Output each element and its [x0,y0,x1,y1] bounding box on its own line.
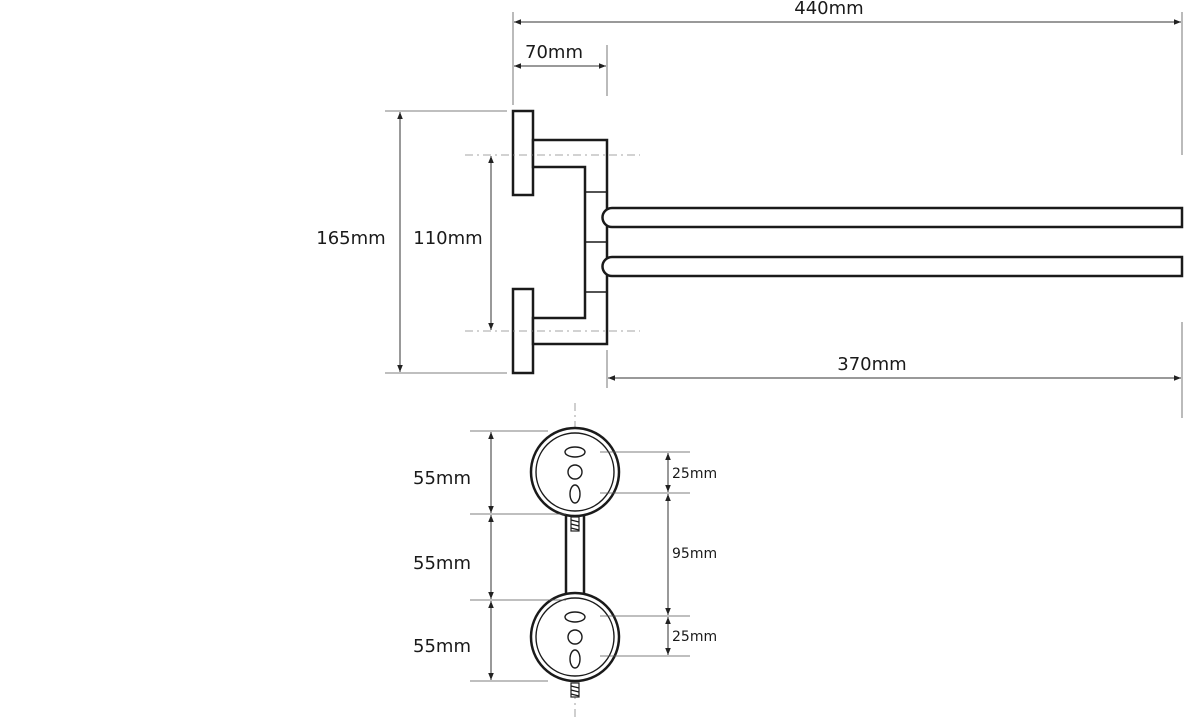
side-view: 440mm 70mm 165mm 110mm 370mm [316,0,1184,418]
dimension-label-total-height: 165mm [316,228,385,249]
lower-towel-arm [601,255,1184,278]
dimension-label-upper-offset: 25mm [672,466,717,482]
upper-rosette [529,426,621,518]
lower-slot-hole [564,611,586,623]
front-view: 55mm 55mm 55mm 25mm 95mm 25mm [413,403,717,720]
dimension-label-mount-depth: 70mm [525,42,583,63]
dimension-label-hole-spacing: 95mm [672,546,717,562]
dimension-label-lower-offset: 25mm [672,629,717,645]
upper-towel-arm [601,206,1184,229]
lower-screw-hole [569,649,581,669]
upper-screw-hole [569,484,581,504]
dimension-label-arm-length: 370mm [837,354,906,375]
lower-rosette-inner [535,597,615,677]
upper-rosette-inner [535,432,615,512]
dimension-label-middle: 55mm [413,553,471,574]
upper-wall-plate [511,109,535,197]
dimension-label-total-length: 440mm [794,0,863,19]
lower-thread-stud [570,682,580,698]
upper-center-hole [567,464,583,480]
upper-slot-hole [564,446,586,458]
dimension-label-upper-rosette: 55mm [413,468,471,489]
upper-thread-stud [570,516,580,532]
dimension-label-screw-spacing: 110mm [413,228,482,249]
dimension-label-lower-rosette: 55mm [413,636,471,657]
lower-rosette [529,591,621,683]
lower-center-hole [567,629,583,645]
